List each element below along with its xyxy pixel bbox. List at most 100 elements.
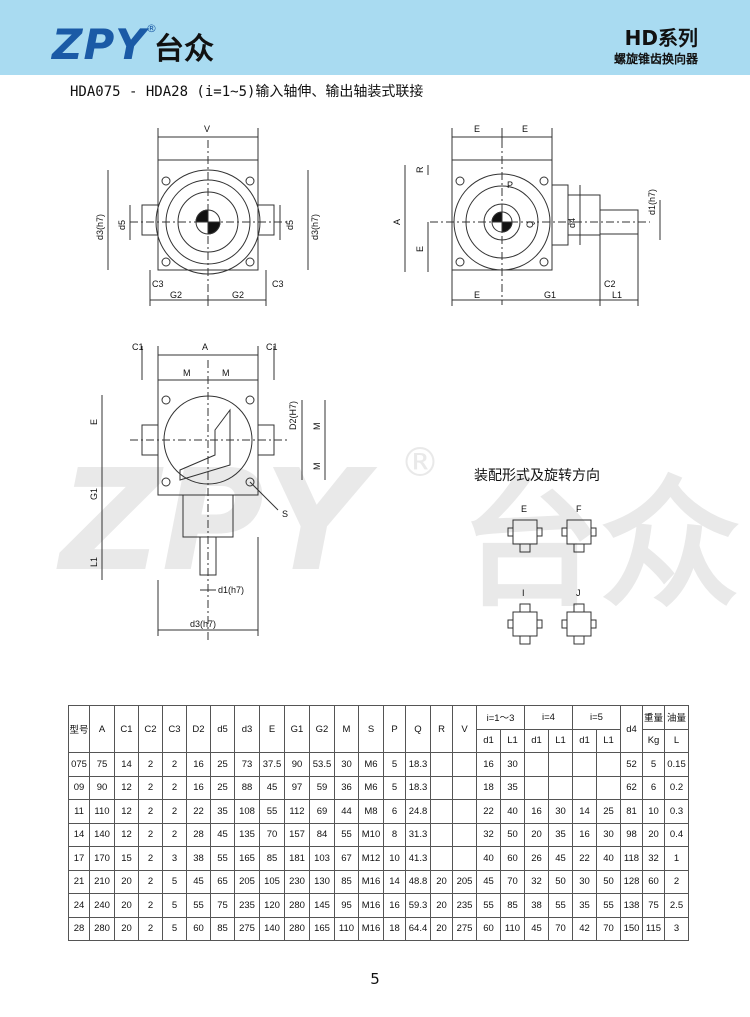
table-cell: 235 xyxy=(452,893,477,918)
table-cell: 20 xyxy=(114,893,139,918)
th-d3: d3 xyxy=(234,705,260,753)
table-cell: 165 xyxy=(309,916,335,941)
table-cell: 275 xyxy=(234,916,260,941)
table-cell: 235 xyxy=(234,893,260,918)
table-cell: 40 xyxy=(596,846,621,871)
table-cell: 25 xyxy=(210,775,235,800)
section-title: HDA075 - HDA28 (i=1~5)输入轴伸、输出轴装式联接 xyxy=(70,84,424,100)
label-d2: D2(H7) xyxy=(288,401,298,430)
label-g2-left: G2 xyxy=(170,290,182,300)
th-g2: G2 xyxy=(309,705,335,753)
label-g1-top-view: G1 xyxy=(89,488,99,500)
front-view-drawing xyxy=(107,128,309,306)
table-cell: 22 xyxy=(572,846,597,871)
label-assembly-i: I xyxy=(522,588,525,598)
table-cell: 38 xyxy=(186,846,211,871)
label-e-side: E xyxy=(415,246,425,252)
table-cell: 53.5 xyxy=(309,752,335,777)
table-cell: M6 xyxy=(358,752,384,777)
table-cell: 230 xyxy=(284,869,310,894)
table-cell: 112 xyxy=(284,799,310,824)
table-cell xyxy=(430,799,453,824)
technical-drawings: V C3 C3 G2 G2 d5 d5 d3(h7) d3(h7) E E R … xyxy=(89,124,661,645)
table-cell: 6 xyxy=(642,775,665,800)
table-cell xyxy=(430,775,453,800)
table-cell: 210 xyxy=(89,869,115,894)
label-d5-right: d5 xyxy=(285,220,295,230)
table-cell: 0.3 xyxy=(664,799,689,824)
table-cell: 165 xyxy=(234,846,260,871)
table-cell: 110 xyxy=(334,916,359,941)
th-l: L xyxy=(664,728,689,753)
table-cell xyxy=(452,846,477,871)
table-cell: 75 xyxy=(210,893,235,918)
table-cell: 2.5 xyxy=(664,893,689,918)
table-cell: 60 xyxy=(186,916,211,941)
table-cell: 2 xyxy=(138,893,163,918)
page-number: 5 xyxy=(370,970,380,988)
table-cell: 55 xyxy=(596,893,621,918)
table-cell: 18 xyxy=(476,775,501,800)
label-d1-top-view: d1(h7) xyxy=(218,585,244,595)
table-cell: 75 xyxy=(89,752,115,777)
table-cell: 75 xyxy=(642,893,665,918)
label-assembly-f: F xyxy=(576,504,582,514)
table-cell: 25 xyxy=(596,799,621,824)
th-c2: C2 xyxy=(138,705,163,753)
table-cell: 30 xyxy=(334,752,359,777)
table-cell: M12 xyxy=(358,846,384,871)
table-cell: 205 xyxy=(452,869,477,894)
label-e-top-right: E xyxy=(522,124,528,134)
table-cell: 181 xyxy=(284,846,310,871)
table-cell: 38 xyxy=(524,893,549,918)
table-cell: 20 xyxy=(642,822,665,847)
label-m-right: M xyxy=(222,368,230,378)
table-cell: 20 xyxy=(430,916,453,941)
table-cell: 12 xyxy=(114,775,139,800)
table-cell: 45 xyxy=(524,916,549,941)
table-cell: 31.3 xyxy=(405,822,431,847)
table-cell: 118 xyxy=(620,846,643,871)
table-cell: 5 xyxy=(162,893,187,918)
table-cell: 14 xyxy=(572,799,597,824)
table-cell: M16 xyxy=(358,869,384,894)
table-cell: 73 xyxy=(234,752,260,777)
table-cell xyxy=(524,775,549,800)
table-cell: 170 xyxy=(89,846,115,871)
table-cell: 35 xyxy=(572,893,597,918)
table-cell: 45 xyxy=(476,869,501,894)
table-cell: 130 xyxy=(309,869,335,894)
table-cell: 110 xyxy=(500,916,525,941)
table-cell: 138 xyxy=(620,893,643,918)
label-c1-left: C1 xyxy=(132,342,144,352)
label-s: S xyxy=(282,509,288,519)
table-cell: 59.3 xyxy=(405,893,431,918)
table-cell xyxy=(452,775,477,800)
table-cell: 36 xyxy=(334,775,359,800)
table-cell: 20 xyxy=(430,893,453,918)
table-cell: 280 xyxy=(284,893,310,918)
table-cell: 16 xyxy=(524,799,549,824)
th-r: R xyxy=(430,705,453,753)
table-cell: 1 xyxy=(664,846,689,871)
table-cell: 18 xyxy=(383,916,406,941)
table-cell: 280 xyxy=(89,916,115,941)
table-cell: M16 xyxy=(358,893,384,918)
table-cell: 205 xyxy=(234,869,260,894)
table-cell: 24 xyxy=(68,893,90,918)
brand-name-cn: 台众 xyxy=(154,32,214,67)
label-d1-side: d1(h7) xyxy=(647,189,657,215)
table-cell: 2 xyxy=(138,822,163,847)
th-sub-l1: L1 xyxy=(500,728,525,753)
th-ratio-4: i=4 xyxy=(524,705,573,730)
table-cell: 35 xyxy=(210,799,235,824)
table-cell xyxy=(430,752,453,777)
table-cell: 110 xyxy=(89,799,115,824)
table-cell: 55 xyxy=(548,893,573,918)
table-cell: 2 xyxy=(138,846,163,871)
